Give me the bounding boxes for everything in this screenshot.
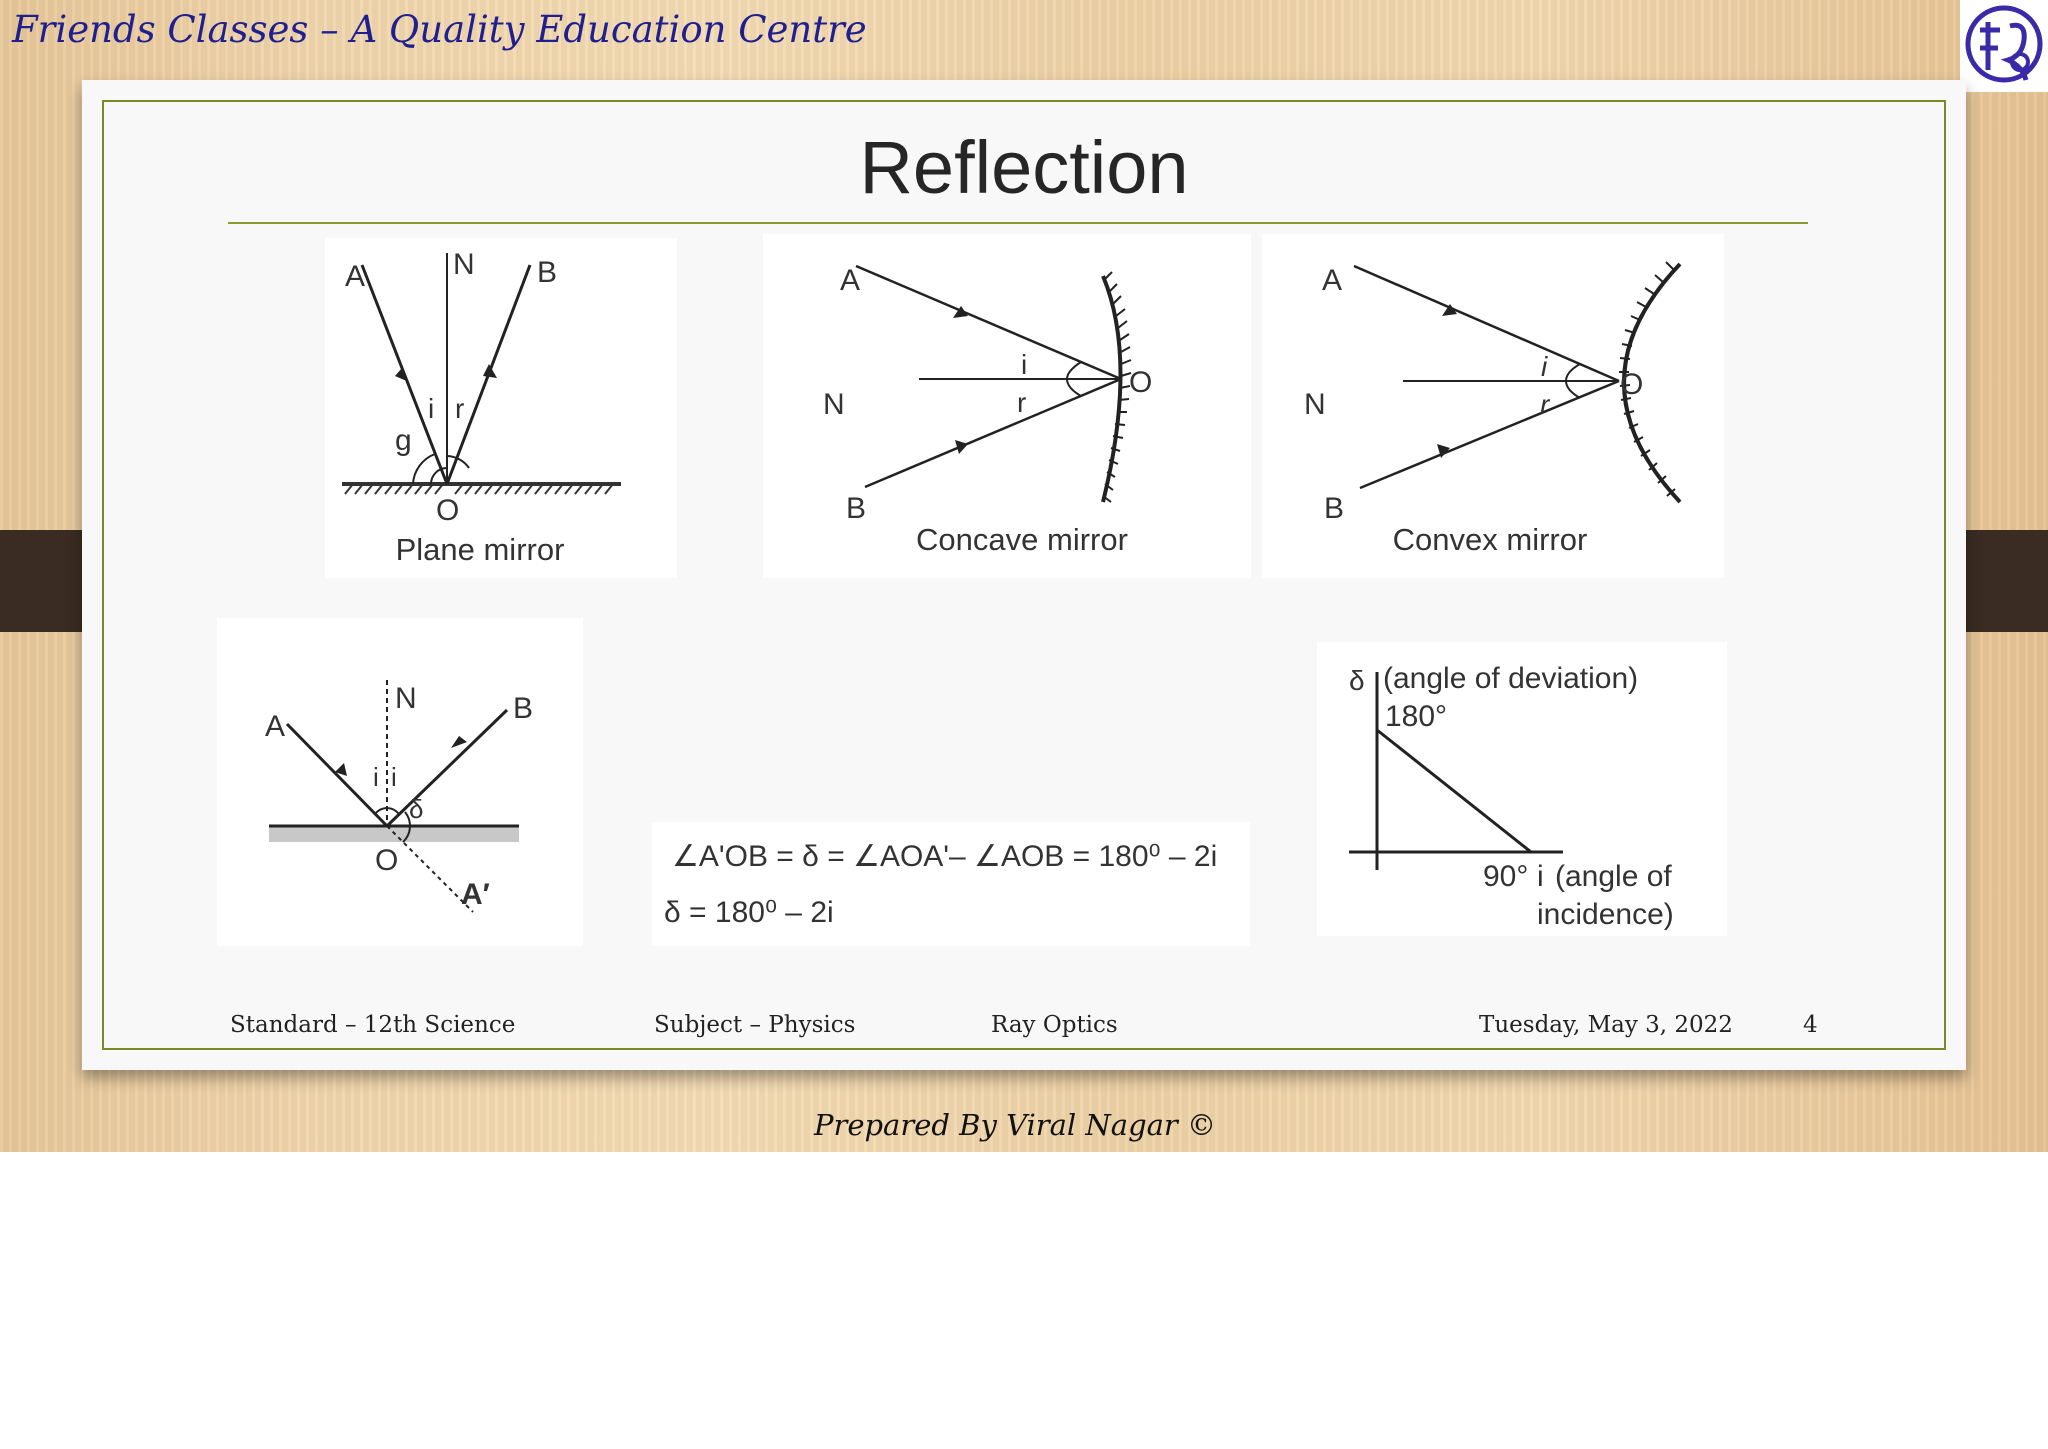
footer-page-number: 4 bbox=[1803, 1012, 1818, 1038]
footer-subject: Subject – Physics bbox=[654, 1012, 856, 1038]
plane-label-b: B bbox=[537, 256, 557, 289]
footer-standard: Standard – 12th Science bbox=[230, 1012, 516, 1038]
convex-label-a: A bbox=[1322, 264, 1342, 297]
convex-label-i: i bbox=[1541, 351, 1548, 382]
convex-label-b: B bbox=[1324, 492, 1344, 525]
plane-label-o: O bbox=[436, 494, 459, 527]
slide-frame bbox=[102, 100, 1946, 1050]
graph-xlabel-line1: (angle of bbox=[1555, 860, 1672, 893]
concave-label-o: O bbox=[1129, 366, 1152, 399]
concave-mirror-figure: A i N r O B Concave mirror bbox=[763, 234, 1251, 578]
graph-x-tick: 90° bbox=[1483, 860, 1528, 893]
deviation-label-i-left: i bbox=[373, 762, 379, 792]
deviation-label-n: N bbox=[395, 682, 417, 715]
title-divider bbox=[228, 222, 1808, 224]
deviation-label-o: O bbox=[375, 844, 398, 877]
convex-label-r: r bbox=[1540, 389, 1551, 420]
deviation-formula: ∠A'OB = δ = ∠AOA'– ∠AOB = 180⁰ – 2i δ = … bbox=[652, 822, 1250, 946]
graph-ylabel: (angle of deviation) bbox=[1383, 662, 1638, 695]
plane-label-n: N bbox=[453, 248, 475, 281]
concave-label-n: N bbox=[823, 388, 845, 421]
plane-label-i: i bbox=[428, 393, 434, 424]
deviation-label-a-prime: A′ bbox=[461, 878, 490, 911]
slide-title: Reflection bbox=[859, 126, 1189, 209]
convex-label-o: O bbox=[1620, 368, 1643, 401]
concave-label-a: A bbox=[840, 264, 860, 297]
convex-mirror-figure: A i N r O B Convex mirror bbox=[1262, 234, 1724, 578]
convex-caption: Convex mirror bbox=[1393, 522, 1588, 557]
formula-line-2: δ = 180⁰ – 2i bbox=[664, 896, 834, 929]
formula-line-1: ∠A'OB = δ = ∠AOA'– ∠AOB = 180⁰ – 2i bbox=[672, 840, 1217, 873]
convex-label-n: N bbox=[1304, 388, 1326, 421]
deviation-graph: δ (angle of deviation) 180° 90° i (angle… bbox=[1317, 642, 1727, 936]
graph-y-tick: 180° bbox=[1385, 700, 1447, 733]
concave-caption: Concave mirror bbox=[916, 522, 1128, 557]
footer-chapter: Ray Optics bbox=[991, 1012, 1118, 1038]
plane-label-g: g bbox=[395, 424, 412, 457]
footer-date: Tuesday, May 3, 2022 bbox=[1479, 1012, 1733, 1038]
concave-label-b: B bbox=[846, 492, 866, 525]
prepared-by-credit: Prepared By Viral Nagar © bbox=[813, 1108, 1217, 1142]
graph-xlabel-symbol: i bbox=[1537, 860, 1544, 893]
plane-mirror-figure: A N B i r g O Plane mirror bbox=[325, 238, 677, 578]
slide: Reflection A N bbox=[82, 80, 1966, 1070]
deviation-label-b: B bbox=[513, 692, 533, 725]
plane-caption: Plane mirror bbox=[396, 532, 565, 567]
friends-classes-logo bbox=[1960, 0, 2048, 92]
plane-label-a: A bbox=[345, 260, 365, 293]
graph-ylabel-symbol: δ bbox=[1349, 665, 1365, 696]
plane-label-r: r bbox=[455, 393, 464, 424]
concave-label-r: r bbox=[1017, 387, 1026, 418]
deviation-label-delta: δ bbox=[409, 794, 423, 824]
header-title: Friends Classes – A Quality Education Ce… bbox=[12, 8, 867, 51]
deviation-figure: N A B i i δ O A′ bbox=[217, 618, 583, 946]
concave-label-i: i bbox=[1021, 349, 1027, 380]
graph-xlabel-line2: incidence) bbox=[1537, 898, 1674, 931]
deviation-label-a: A bbox=[265, 710, 285, 743]
deviation-label-i-right: i bbox=[391, 762, 397, 792]
